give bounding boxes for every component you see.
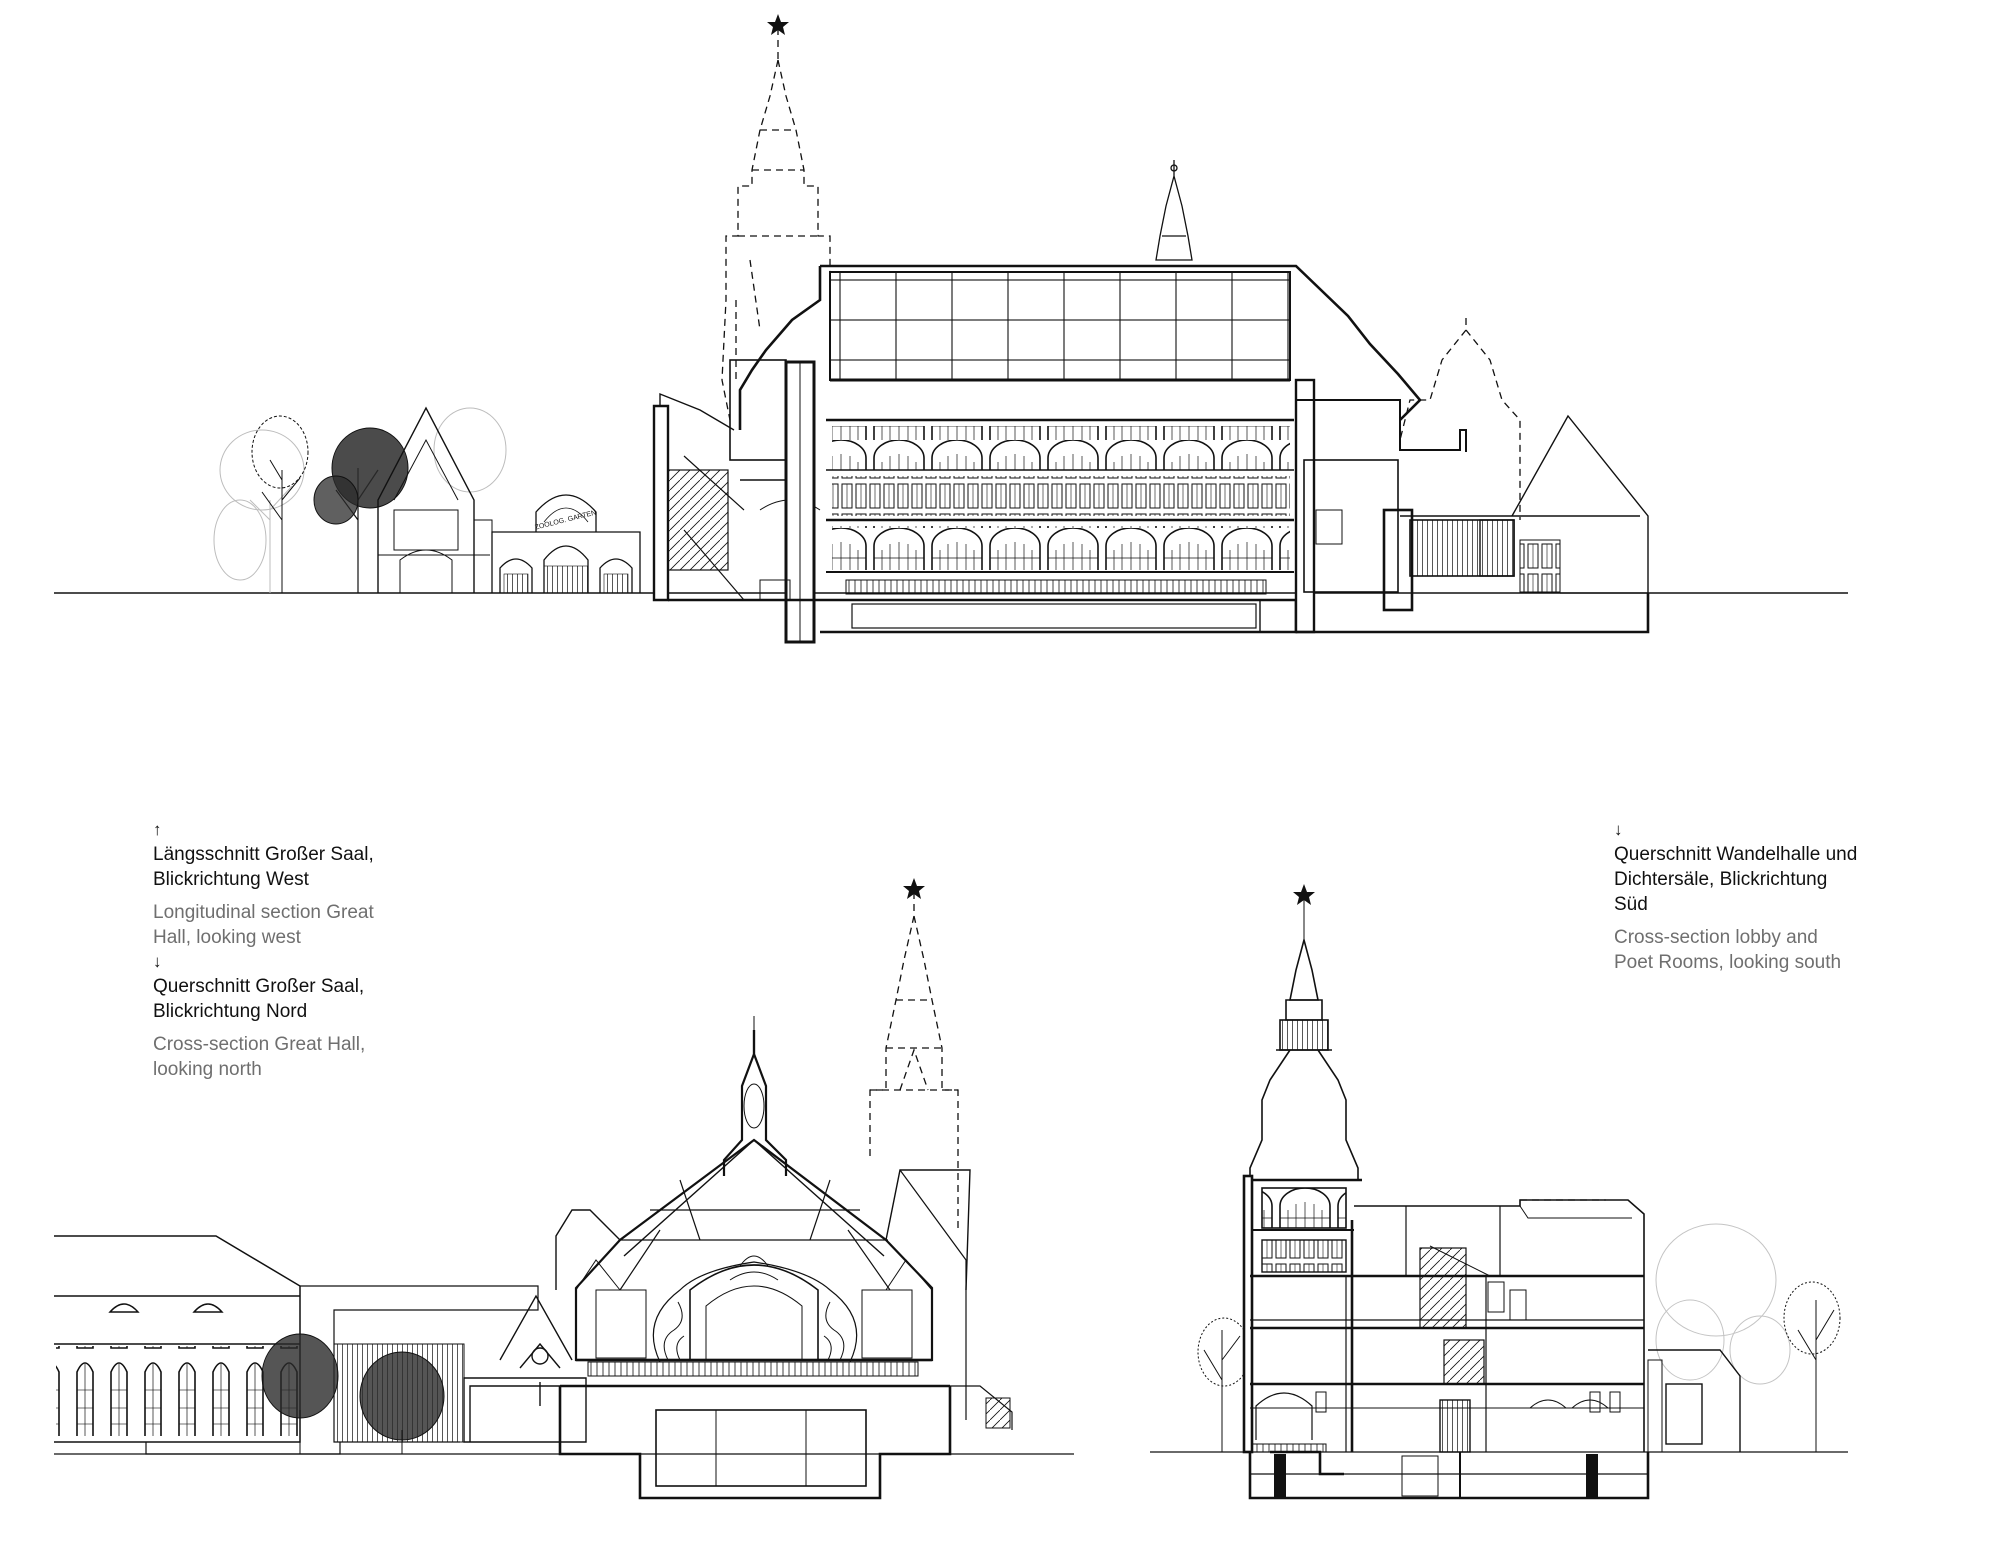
caption-line: Dichtersäle, Blickrichtung xyxy=(1614,869,1828,890)
tower-outline-dashed xyxy=(869,880,959,1230)
caption-line: Süd xyxy=(1614,894,1648,915)
caption-line: Blickrichtung Nord xyxy=(153,1001,308,1022)
tree-icon xyxy=(213,407,507,593)
star-ornament-icon xyxy=(903,878,925,899)
arrow-down-icon: ↓ xyxy=(1614,820,1623,839)
tower-outline-dashed xyxy=(721,28,831,421)
chapel-elevation xyxy=(463,1294,587,1443)
caption-title-lobby: Querschnitt Wandelhalle und Dichtersäle,… xyxy=(1614,842,1934,917)
zoo-gate-label: ZOOLOG. GARTEN xyxy=(534,510,597,532)
cross-section-lobby-drawing xyxy=(1150,884,1848,1500)
caption-line: Querschnitt Wandelhalle und xyxy=(1614,844,1858,865)
caption-line: looking north xyxy=(153,1059,262,1080)
caption-left: ↑ Längsschnitt Großer Saal, Blickrichtun… xyxy=(153,818,453,1082)
great-hall-glass-roof xyxy=(738,264,1422,430)
tree-icon xyxy=(1655,1223,1791,1385)
star-ornament-icon xyxy=(1293,884,1315,905)
tree-icon xyxy=(313,427,409,593)
cross-section-great-hall-drawing xyxy=(54,878,1074,1500)
caption-title-cross-section: Querschnitt Großer Saal, Blickrichtung N… xyxy=(153,974,453,1024)
longitudinal-section-drawing: ZOOLOG. GARTEN xyxy=(54,14,1848,644)
gable-outline-dashed xyxy=(1399,318,1521,520)
star-ornament-icon xyxy=(767,14,789,35)
caption-line: Blickrichtung West xyxy=(153,869,309,890)
caption-line: Longitudinal section Great xyxy=(153,902,374,923)
caption-line: Cross-section lobby and xyxy=(1614,927,1818,948)
caption-line: Poet Rooms, looking south xyxy=(1614,952,1842,973)
caption-right: ↓ Querschnitt Wandelhalle und Dichtersäl… xyxy=(1614,818,1934,975)
west-wing-section xyxy=(652,359,821,644)
villa-elevation xyxy=(377,406,493,593)
caption-line: Längsschnitt Großer Saal, xyxy=(153,844,374,865)
tree-icon xyxy=(261,1333,445,1454)
caption-line: Hall, looking west xyxy=(153,927,301,948)
caption-title-longitudinal: Längsschnitt Großer Saal, Blickrichtung … xyxy=(153,842,453,892)
zoo-gate-elevation xyxy=(491,494,641,594)
spire-elevation xyxy=(1155,160,1193,261)
lobby-tower-section xyxy=(1242,896,1362,1454)
tree-icon xyxy=(251,415,309,593)
caption-line: Cross-section Great Hall, xyxy=(153,1034,366,1055)
great-hall-cross-section xyxy=(469,1016,1013,1500)
tree-icon xyxy=(1197,1281,1841,1452)
caption-translation-lobby: Cross-section lobby and Poet Rooms, look… xyxy=(1614,925,1934,975)
caption-translation-longitudinal: Longitudinal section Great Hall, looking… xyxy=(153,900,453,950)
great-hall-interior xyxy=(820,418,1298,634)
caption-line: Querschnitt Großer Saal, xyxy=(153,976,365,997)
arrow-up-icon: ↑ xyxy=(153,820,162,839)
caption-translation-cross-section: Cross-section Great Hall, looking north xyxy=(153,1032,453,1082)
lobby-body-section xyxy=(1248,1199,1741,1500)
east-wing-section xyxy=(1294,378,1650,634)
arrow-down-icon: ↓ xyxy=(153,952,162,971)
